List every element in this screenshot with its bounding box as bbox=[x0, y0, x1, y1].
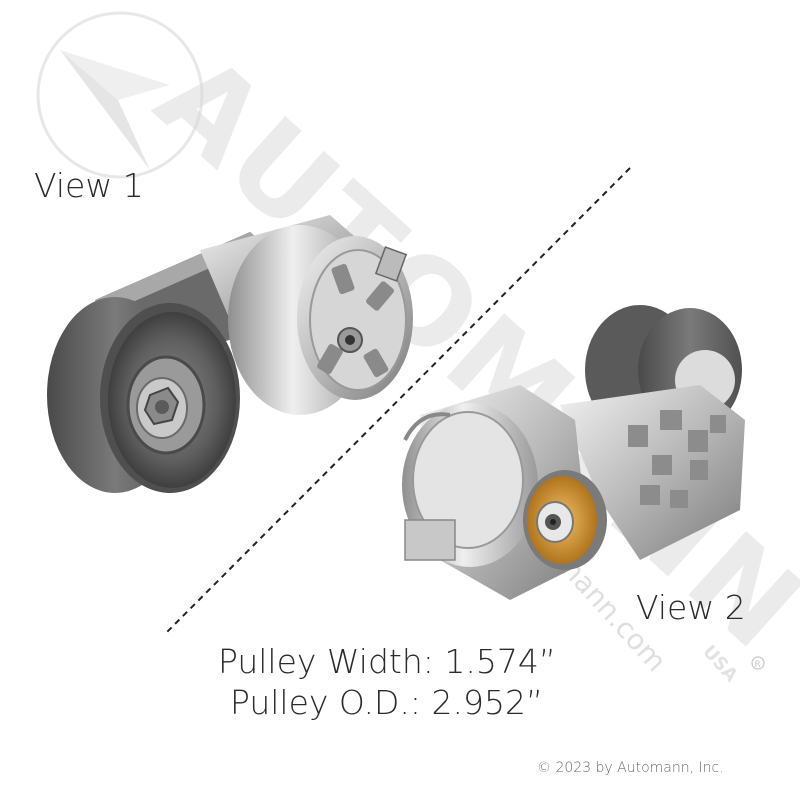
view-2-label: View 2 bbox=[636, 588, 746, 627]
view-1-label: View 1 bbox=[34, 166, 144, 205]
svg-text:R: R bbox=[755, 660, 761, 670]
watermark-logo bbox=[36, 11, 204, 179]
pulley-width-spec: Pulley Width: 1.574” bbox=[218, 642, 556, 681]
tensioner-view-1 bbox=[47, 215, 413, 493]
registered-mark: R bbox=[751, 656, 765, 670]
pulley-od-spec: Pulley O.D.: 2.952” bbox=[230, 683, 544, 722]
copyright-notice: © 2023 by Automann, Inc. bbox=[537, 760, 724, 776]
tensioner-view-2 bbox=[402, 305, 745, 600]
